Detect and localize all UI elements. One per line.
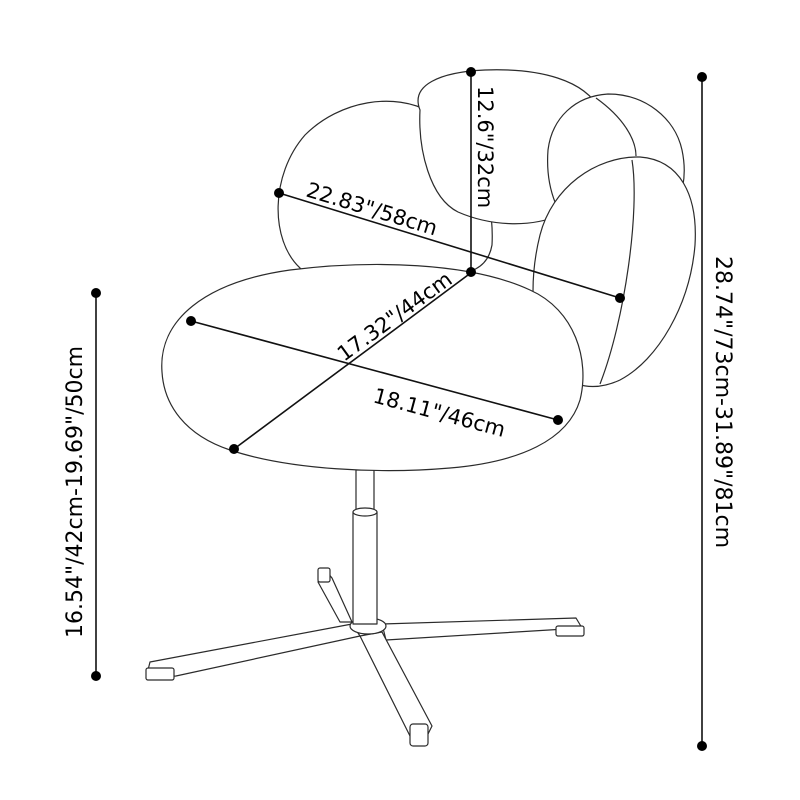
dim-line-seat-width — [190, 320, 559, 421]
dim-dot — [186, 316, 196, 326]
dim-dot — [466, 67, 476, 77]
caster-right — [555, 625, 585, 637]
backrest — [277, 69, 696, 388]
dim-line-back-width — [278, 192, 621, 299]
dim-line-seat-depth — [233, 274, 469, 450]
back-seam-upper — [595, 97, 637, 157]
dim-dot — [697, 72, 707, 82]
column-upper — [355, 469, 375, 513]
dim-dot — [466, 267, 476, 277]
back-seam-right — [599, 159, 635, 385]
dim-dot — [91, 288, 101, 298]
dim-dot — [553, 415, 563, 425]
leg-front — [359, 631, 433, 739]
seat — [161, 263, 584, 472]
column-lower — [352, 511, 378, 625]
seat-cushion — [161, 263, 584, 472]
caster-back-left — [317, 567, 331, 583]
leg-right — [381, 617, 583, 641]
dim-dot — [697, 741, 707, 751]
dim-dot — [91, 671, 101, 681]
label-total-height: 28.74"/73cm-31.89"/81cm — [710, 256, 735, 548]
column-collar — [352, 507, 378, 517]
leg-left — [145, 623, 361, 679]
gas-lift-column — [352, 469, 378, 625]
dim-dot — [229, 444, 239, 454]
dimension-lines — [91, 67, 707, 751]
dim-dot — [615, 293, 625, 303]
label-seat-height: 16.54"/42cm-19.69"/50cm — [63, 346, 88, 638]
caster-left — [145, 667, 175, 681]
label-backrest-height: 12.6"/32cm — [473, 86, 497, 208]
caster-front — [409, 723, 429, 747]
dim-dot — [274, 188, 284, 198]
